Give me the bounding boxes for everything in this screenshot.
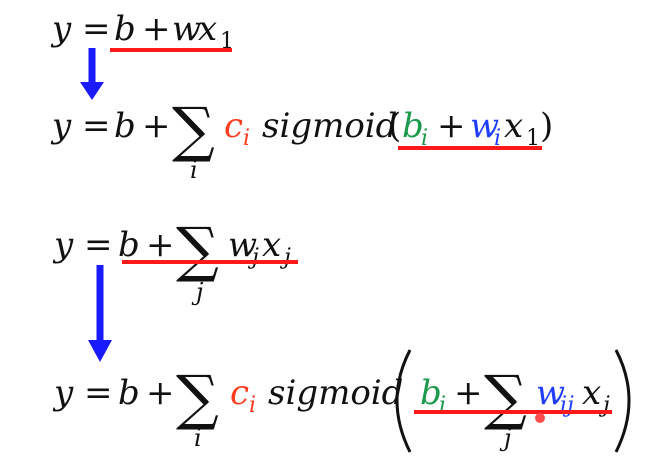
eq1-plus: + <box>142 9 171 49</box>
arrow-down-2 <box>88 265 112 362</box>
eq2-c: c <box>224 106 243 146</box>
equation-2: y = b + ∑ i c i sigmoid ( b i + w i x 1 … <box>50 95 553 184</box>
eq4-plus: + <box>146 373 175 413</box>
eq4-y: y <box>52 373 74 413</box>
eq2-sum-index: i <box>190 156 198 184</box>
eq1-y: y <box>50 9 72 49</box>
eq2-wi: w <box>470 106 499 146</box>
eq4-x: x <box>582 373 601 413</box>
eq2-bi-subscript: i <box>421 126 428 151</box>
cursor-dot-icon <box>535 413 545 423</box>
eq4-big-lparen <box>395 349 412 453</box>
equation-4: y = b + ∑ i c i sigmoid b i + ∑ j w ij x… <box>52 349 631 453</box>
eq3-sigma: ∑ <box>176 215 219 285</box>
eq4-bi: b <box>420 373 442 413</box>
eq4-equals: = <box>84 373 113 413</box>
eq2-wi-subscript: i <box>494 126 501 151</box>
eq2-bi: b <box>402 106 424 146</box>
equation-1: y = b + w x 1 <box>50 9 234 54</box>
eq2-y: y <box>50 106 72 146</box>
equation-3: y = b + ∑ j w j x j <box>52 215 298 306</box>
eq4-sigmoid: sigmoid <box>268 373 403 413</box>
eq1-x-subscript: 1 <box>220 29 234 54</box>
eq1-equals: = <box>82 9 111 49</box>
eq4-bi-subscript: i <box>439 393 446 418</box>
eq2-sigmoid: sigmoid <box>262 106 397 146</box>
eq3-equals: = <box>84 225 113 265</box>
eq3-b: b <box>118 225 140 265</box>
eq3-x: x <box>262 225 281 265</box>
eq3-y: y <box>52 225 74 265</box>
eq4-big-rparen <box>614 349 631 453</box>
eq4-c: c <box>230 373 249 413</box>
eq4-plus-2: + <box>454 373 483 413</box>
eq1-w: w <box>172 9 201 49</box>
eq4-wij-subscript: ij <box>560 393 574 418</box>
eq2-sigma: ∑ <box>172 95 215 165</box>
eq4-c-subscript: i <box>249 393 256 418</box>
eq2-rparen: ) <box>540 106 553 146</box>
eq2-x: x <box>504 106 523 146</box>
eq3-plus: + <box>146 225 175 265</box>
eq3-w: w <box>228 225 257 265</box>
arrow-1-head-icon <box>80 82 104 100</box>
eq4-sigma-2: ∑ <box>484 363 527 433</box>
eq4-b: b <box>118 373 140 413</box>
eq2-lparen: ( <box>388 106 401 146</box>
arrow-down-1 <box>80 48 104 100</box>
eq2-equals: = <box>82 106 111 146</box>
eq4-sum-index: i <box>194 424 202 452</box>
eq4-sigma: ∑ <box>176 363 219 433</box>
eq1-x: x <box>198 9 217 49</box>
eq2-plus-2: + <box>437 106 466 146</box>
eq4-wij: w <box>536 373 565 413</box>
eq2-x-subscript: 1 <box>526 126 540 151</box>
eq2-plus: + <box>142 106 171 146</box>
arrow-2-head-icon <box>88 340 112 362</box>
eq2-c-subscript: i <box>243 126 250 151</box>
eq2-b: b <box>114 106 136 146</box>
eq1-b: b <box>114 9 136 49</box>
